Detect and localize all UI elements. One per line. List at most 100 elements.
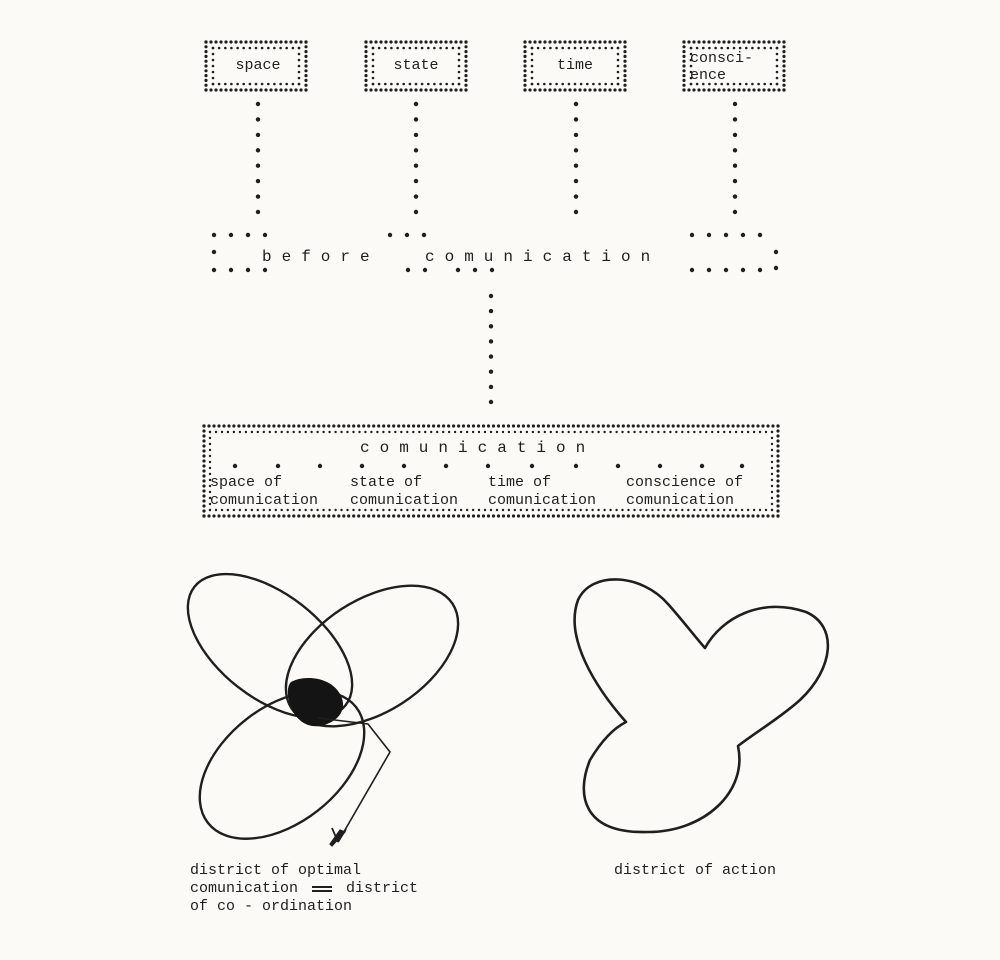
dot: [298, 508, 301, 512]
dot: [471, 508, 475, 512]
dot: [439, 40, 443, 44]
dot: [394, 430, 397, 434]
dot: [461, 514, 466, 518]
dot: [770, 442, 774, 446]
dot: [558, 88, 562, 92]
dot: [427, 514, 431, 518]
dot: [396, 82, 399, 86]
dot: [732, 132, 738, 138]
dot: [292, 430, 295, 434]
dot: [723, 508, 726, 512]
dot: [249, 88, 253, 92]
dot: [571, 514, 576, 518]
dot: [506, 514, 511, 518]
dot: [421, 232, 427, 238]
dot: [476, 424, 481, 428]
dot: [346, 430, 349, 434]
dot: [402, 46, 406, 50]
dot: [736, 514, 740, 518]
dot: [731, 514, 735, 518]
dot: [692, 88, 696, 92]
dot: [770, 436, 774, 440]
dot: [247, 514, 251, 518]
dot: [272, 424, 276, 428]
dot: [752, 430, 756, 434]
dot: [708, 82, 711, 86]
dot: [682, 64, 686, 68]
dot: [775, 64, 779, 68]
dot: [651, 508, 654, 512]
dot: [449, 88, 453, 92]
dot: [776, 514, 780, 518]
dot: [250, 508, 254, 512]
dot: [236, 82, 239, 86]
dot: [405, 267, 411, 273]
dot: [568, 40, 572, 44]
dot: [264, 88, 268, 92]
dot: [304, 83, 308, 87]
dot: [390, 46, 393, 50]
dot: [434, 88, 438, 92]
dot: [267, 82, 270, 86]
dot: [208, 460, 212, 464]
dot: [268, 430, 271, 434]
dot: [756, 514, 760, 518]
dot: [770, 448, 774, 452]
dot: [424, 88, 428, 92]
dot: [227, 514, 231, 518]
dot: [573, 40, 577, 44]
dot: [202, 484, 206, 488]
dot: [757, 40, 761, 44]
dot: [567, 430, 570, 434]
dot: [369, 40, 373, 44]
dot: [549, 508, 552, 512]
dot: [561, 46, 564, 50]
dot: [646, 514, 650, 518]
dot: [596, 424, 600, 428]
dot: [228, 232, 234, 238]
dot: [406, 508, 409, 512]
dot: [244, 40, 248, 44]
dot: [721, 514, 725, 518]
dot: [586, 46, 589, 50]
dot: [232, 424, 236, 428]
dot: [262, 424, 266, 428]
dot: [274, 88, 278, 92]
dot: [389, 40, 393, 44]
pointer-line: [317, 717, 391, 843]
dot: [340, 430, 343, 434]
dot: [371, 76, 375, 80]
dot: [696, 424, 700, 428]
dot: [526, 424, 531, 428]
dot: [465, 430, 469, 434]
dot: [732, 82, 736, 86]
dot: [459, 430, 463, 434]
dot: [767, 40, 771, 44]
dot: [666, 514, 670, 518]
dot: [758, 508, 762, 512]
dot: [208, 448, 212, 452]
dot: [699, 430, 702, 434]
dot: [769, 82, 773, 86]
dot: [726, 424, 730, 428]
dot: [530, 46, 534, 50]
dot: [244, 430, 248, 434]
dot: [304, 54, 308, 59]
overlap-region-fill: [287, 677, 344, 727]
dot: [588, 40, 592, 44]
dot: [757, 46, 760, 50]
dot: [442, 508, 445, 512]
dot: [427, 46, 430, 50]
dot: [521, 514, 526, 518]
dot: [371, 70, 375, 74]
dot: [472, 267, 478, 273]
dot: [689, 58, 693, 62]
dot: [488, 339, 494, 344]
dot: [232, 430, 236, 434]
dot: [687, 430, 690, 434]
dot: [782, 78, 786, 82]
dot: [204, 88, 208, 92]
dot: [548, 88, 552, 92]
dot: [413, 117, 419, 122]
dot: [610, 46, 614, 50]
